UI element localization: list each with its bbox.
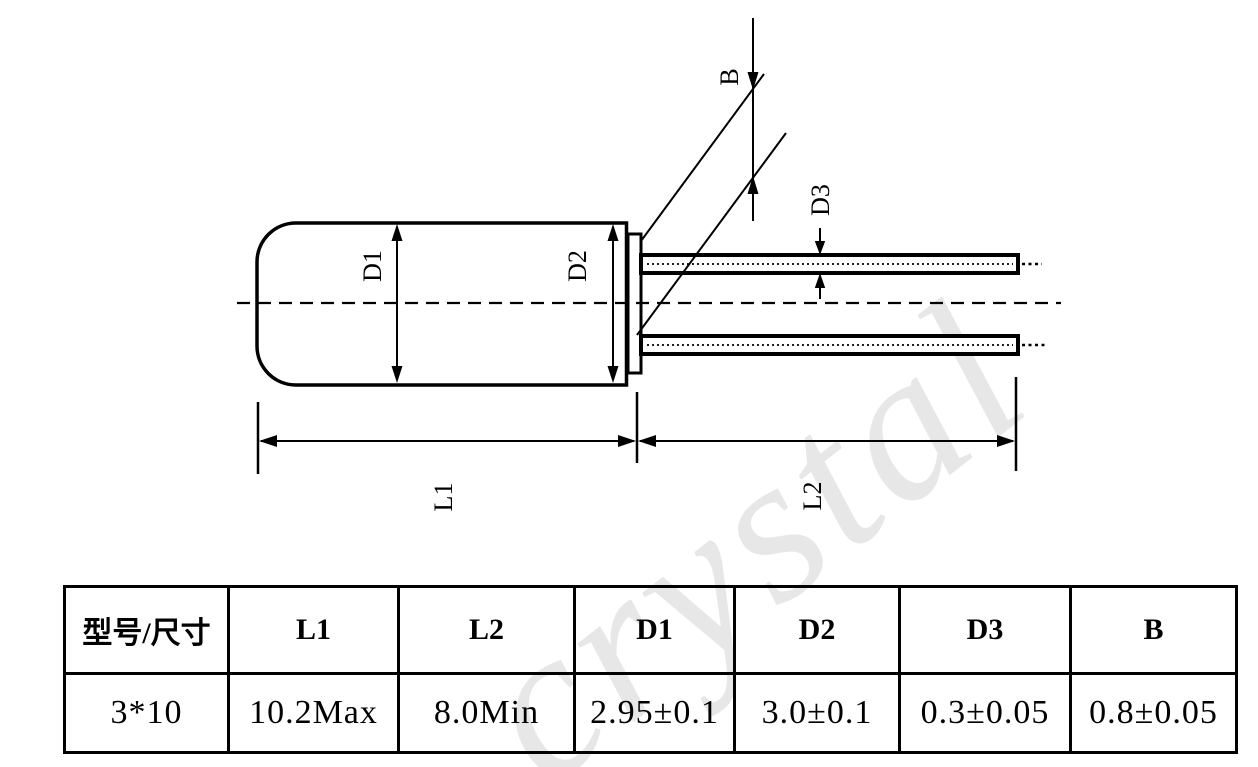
d1-label: D1 <box>358 250 387 282</box>
cell-l2: 8.0Min <box>397 672 576 754</box>
dim-l1: L1 <box>256 392 639 512</box>
cell-model: 3*10 <box>63 672 230 754</box>
dim-d2: D2 <box>563 224 619 383</box>
cell-b: 0.8±0.05 <box>1069 672 1238 754</box>
table-header-row: 型号/尺寸 L1 L2 D1 D2 D3 B <box>63 585 1238 675</box>
header-d2: D2 <box>733 585 901 675</box>
header-d1: D1 <box>573 585 736 675</box>
table-data-row: 3*10 10.2Max 8.0Min 2.95±0.1 3.0±0.1 0.3… <box>63 672 1238 754</box>
dim-d3: D3 <box>806 184 835 299</box>
cell-d2: 3.0±0.1 <box>733 672 901 754</box>
dim-b: B <box>715 18 759 221</box>
cell-d3: 0.3±0.05 <box>898 672 1072 754</box>
header-d3: D3 <box>898 585 1072 675</box>
d3-label: D3 <box>806 184 835 216</box>
header-l2: L2 <box>397 585 576 675</box>
dimension-drawing: D1 D2 B D3 <box>237 18 1061 512</box>
lead-top <box>639 253 1042 275</box>
dim-l2: L2 <box>638 377 1018 511</box>
header-model-size: 型号/尺寸 <box>63 585 230 675</box>
header-l1: L1 <box>227 585 400 675</box>
d2-label: D2 <box>563 250 592 282</box>
bend-reference-lines <box>636 73 787 336</box>
cell-d1: 2.95±0.1 <box>573 672 736 754</box>
header-b: B <box>1069 585 1238 675</box>
lead-bottom <box>639 334 1048 356</box>
cell-l1: 10.2Max <box>227 672 400 754</box>
b-label: B <box>715 68 744 85</box>
l2-label: L2 <box>798 482 827 511</box>
l1-label: L1 <box>429 483 458 512</box>
dimension-spec-table: 型号/尺寸 L1 L2 D1 D2 D3 B 3*10 10.2Max 8.0M… <box>63 585 1238 754</box>
dim-d1: D1 <box>358 224 403 383</box>
